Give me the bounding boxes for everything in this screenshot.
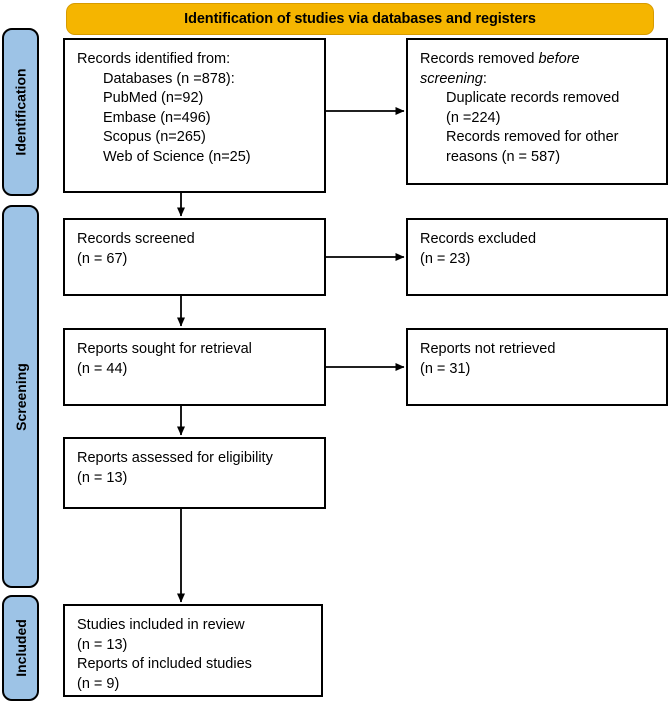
box-studies-included-in-review: Studies included in review (n = 13) Repo… — [63, 604, 323, 697]
box-records-screened: Records screened (n = 67) — [63, 218, 326, 296]
phase-label-screening: Screening — [2, 205, 39, 588]
diagram-title: Identification of studies via databases … — [184, 11, 536, 27]
phase-label-included-text: Included — [12, 619, 29, 677]
box-line: (n = 44) — [77, 360, 128, 377]
box-line: (n =224) — [446, 109, 501, 126]
box-records-removed-before-screening: Records removed before screening: Duplic… — [406, 38, 668, 185]
box-line: Web of Science (n=25) — [103, 148, 251, 165]
diagram-header-banner: Identification of studies via databases … — [66, 3, 654, 35]
box-line: (n = 23) — [420, 250, 471, 267]
box-line: Studies included in review — [77, 617, 245, 633]
box-records-identified: Records identified from: Databases (n =8… — [63, 38, 326, 193]
box-line: Records excluded — [420, 231, 537, 247]
box-reports-not-retrieved: Reports not retrieved (n = 31) — [406, 328, 668, 406]
box-line: Reports not retrieved — [420, 341, 556, 357]
box-line: (n = 31) — [420, 360, 471, 377]
box-records-excluded: Records excluded (n = 23) — [406, 218, 668, 296]
phase-label-identification: Identification — [2, 28, 39, 196]
box-line: Records identified from: — [77, 51, 231, 67]
box-line: Records removed for other — [446, 129, 619, 145]
box-line: (n = 13) — [77, 636, 128, 653]
box-line: reasons (n = 587) — [446, 148, 561, 165]
phase-label-identification-text: Identification — [12, 68, 29, 156]
box-line: (n = 9) — [77, 675, 120, 692]
box-line: (n = 67) — [77, 250, 128, 267]
box-line: Records removed before — [420, 51, 580, 67]
box-line: screening: — [420, 70, 487, 87]
box-line: Databases (n =878): — [103, 70, 235, 87]
box-line: Reports sought for retrieval — [77, 341, 252, 357]
box-line-emphasis: screening — [420, 70, 483, 87]
box-reports-sought-for-retrieval: Reports sought for retrieval (n = 44) — [63, 328, 326, 406]
box-reports-assessed-for-eligibility: Reports assessed for eligibility (n = 13… — [63, 437, 326, 509]
phase-label-screening-text: Screening — [12, 362, 29, 431]
phase-label-included: Included — [2, 595, 39, 701]
box-line-emphasis: before — [538, 51, 580, 67]
box-line: (n = 13) — [77, 469, 128, 486]
box-line: PubMed (n=92) — [103, 90, 204, 106]
box-line: Reports assessed for eligibility — [77, 450, 273, 466]
box-line: Reports of included studies — [77, 656, 252, 672]
box-line: Duplicate records removed — [446, 90, 620, 106]
box-line: Embase (n=496) — [103, 109, 211, 126]
box-line: Scopus (n=265) — [103, 129, 206, 145]
box-line: Records screened — [77, 231, 195, 247]
